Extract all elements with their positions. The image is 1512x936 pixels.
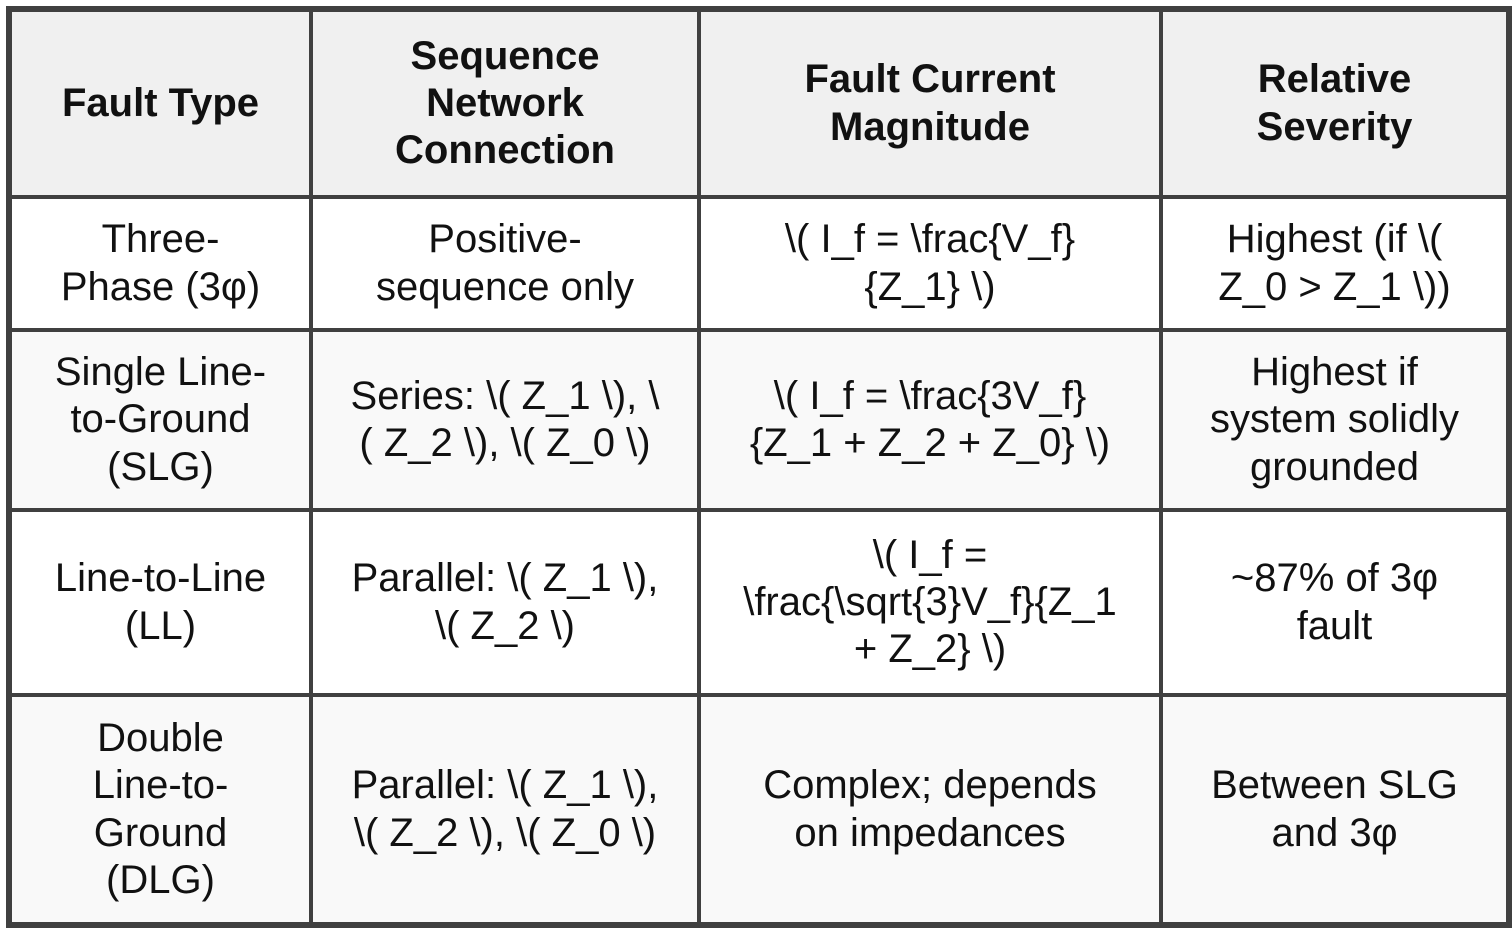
table-row-three-phase: Three- Phase (3φ) Positive- sequence onl…	[7, 195, 1511, 332]
cell-sequence-network: Positive- sequence only	[309, 195, 701, 332]
cell-severity: Highest (if \( Z_0 > Z_1 \))	[1159, 195, 1511, 332]
table-row-double-line-to-ground: Double Line-to- Ground (DLG) Parallel: \…	[7, 693, 1511, 927]
cell-fault-current: \( I_f = \frac{\sqrt{3}V_f}{Z_1 + Z_2} \…	[697, 508, 1163, 697]
col-header-fault-type: Fault Type	[7, 7, 313, 199]
cell-fault-current: \( I_f = \frac{3V_f} {Z_1 + Z_2 + Z_0} \…	[697, 328, 1163, 512]
cell-sequence-network: Series: \( Z_1 \), \ ( Z_2 \), \( Z_0 \)	[309, 328, 701, 512]
cell-sequence-network: Parallel: \( Z_1 \), \( Z_2 \)	[309, 508, 701, 697]
col-header-fault-current: Fault Current Magnitude	[697, 7, 1163, 199]
cell-severity: Between SLG and 3φ	[1159, 693, 1511, 927]
cell-sequence-network: Parallel: \( Z_1 \), \( Z_2 \), \( Z_0 \…	[309, 693, 701, 927]
cell-fault-current: \( I_f = \frac{V_f} {Z_1} \)	[697, 195, 1163, 332]
col-header-sequence-network: Sequence Network Connection	[309, 7, 701, 199]
cell-fault-type: Single Line- to-Ground (SLG)	[7, 328, 313, 512]
cell-fault-type: Double Line-to- Ground (DLG)	[7, 693, 313, 927]
col-header-relative-severity: Relative Severity	[1159, 7, 1511, 199]
header-row: Fault Type Sequence Network Connection F…	[7, 7, 1511, 199]
table-row-single-line-to-ground: Single Line- to-Ground (SLG) Series: \( …	[7, 328, 1511, 512]
cell-fault-type: Line-to-Line (LL)	[7, 508, 313, 697]
cell-severity: Highest if system solidly grounded	[1159, 328, 1511, 512]
cell-fault-current: Complex; depends on impedances	[697, 693, 1163, 927]
fault-types-table: Fault Type Sequence Network Connection F…	[6, 6, 1512, 928]
table-row-line-to-line: Line-to-Line (LL) Parallel: \( Z_1 \), \…	[7, 508, 1511, 697]
cell-fault-type: Three- Phase (3φ)	[7, 195, 313, 332]
cell-severity: ~87% of 3φ fault	[1159, 508, 1511, 697]
